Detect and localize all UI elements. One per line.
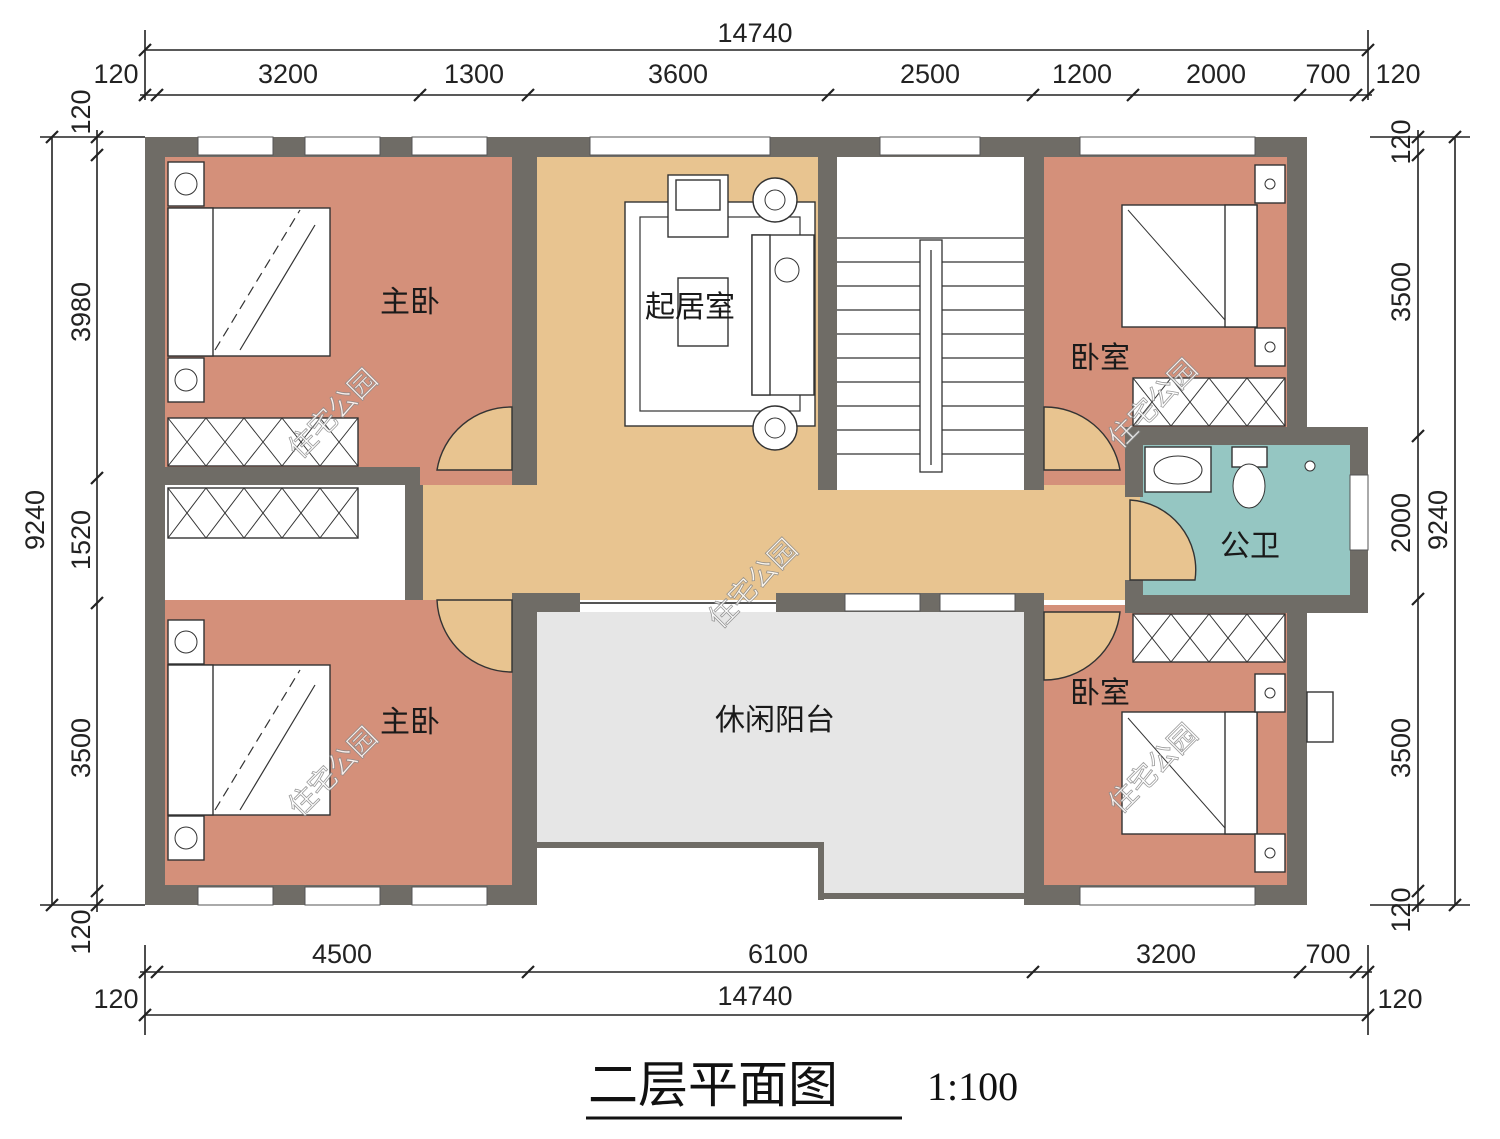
master-bed-top: [167, 161, 331, 403]
staircase: [837, 237, 1024, 473]
dim-bottom-right-offset: 120: [1377, 984, 1422, 1014]
bed-top-right: [1121, 164, 1286, 427]
dim-right-seg-0: 120: [1386, 119, 1416, 164]
bathroom-fixtures: [1144, 446, 1316, 509]
label-balcony: 休闲阳台: [715, 703, 835, 738]
dim-right-total: 9240: [1423, 490, 1453, 550]
label-master-bedroom-bottom: 主卧: [380, 705, 440, 740]
dim-bottom-total: 14740: [717, 981, 792, 1011]
dim-left-seg-0: 120: [66, 89, 96, 134]
dim-top-seg-0: 120: [93, 59, 138, 89]
label-bathroom: 公卫: [1220, 529, 1280, 564]
plan-title-block: 二层平面图 1:100: [586, 1056, 1018, 1120]
room-labels: 主卧 主卧 起居室 卧室 卧室 公卫 休闲阳台: [380, 285, 1280, 740]
dim-top-seg-3: 3600: [648, 59, 708, 89]
dim-top-seg-1: 3200: [258, 59, 318, 89]
dim-left-seg-1: 3980: [66, 282, 96, 342]
dim-top-seg-8: 120: [1375, 59, 1420, 89]
windows: [197, 136, 1369, 906]
dim-right-seg-4: 120: [1386, 887, 1416, 932]
floor-balcony: [537, 612, 1024, 895]
dim-left-seg-3: 3500: [66, 718, 96, 778]
master-bed-bottom: [167, 619, 331, 861]
dim-top-seg-4: 2500: [900, 59, 960, 89]
dim-right-seg-2: 2000: [1386, 493, 1416, 553]
dim-bottom-seg-2: 3200: [1136, 939, 1196, 969]
dimension-lines: [40, 30, 1470, 1035]
dim-bottom-seg-3: 700: [1305, 939, 1350, 969]
dim-right-seg-1: 3500: [1386, 262, 1416, 322]
floor-corridor: [420, 485, 1140, 600]
dim-bottom-seg-0: 4500: [312, 939, 372, 969]
bed-bottom-right: [1121, 613, 1334, 873]
doors: [436, 406, 1197, 681]
dim-top-seg-6: 2000: [1186, 59, 1246, 89]
dim-top-seg-5: 1200: [1052, 59, 1112, 89]
dim-top-seg-2: 1300: [444, 59, 504, 89]
dim-top-total: 14740: [717, 18, 792, 48]
dim-left-seg-2: 1520: [66, 510, 96, 570]
dim-right-seg-3: 3500: [1386, 718, 1416, 778]
label-bedroom-top: 卧室: [1070, 341, 1130, 376]
dim-bottom-left-offset: 120: [93, 984, 138, 1014]
wardrobe-top: [167, 417, 359, 467]
label-bedroom-bottom: 卧室: [1070, 676, 1130, 711]
plan-title: 二层平面图: [588, 1056, 838, 1114]
dim-bottom-seg-1: 6100: [748, 939, 808, 969]
label-living-room: 起居室: [645, 290, 735, 325]
dimension-text: 14740 120 3200 1300 3600 2500 1200 2000 …: [20, 18, 1453, 1014]
plan-scale: 1:100: [927, 1064, 1018, 1109]
living-rug-and-sofa: [624, 174, 816, 451]
wardrobe-bottom: [167, 487, 359, 539]
dim-left-seg-4: 120: [66, 909, 96, 954]
label-master-bedroom-top: 主卧: [380, 285, 440, 320]
dim-top-seg-7: 700: [1305, 59, 1350, 89]
dim-left-total: 9240: [20, 490, 50, 550]
